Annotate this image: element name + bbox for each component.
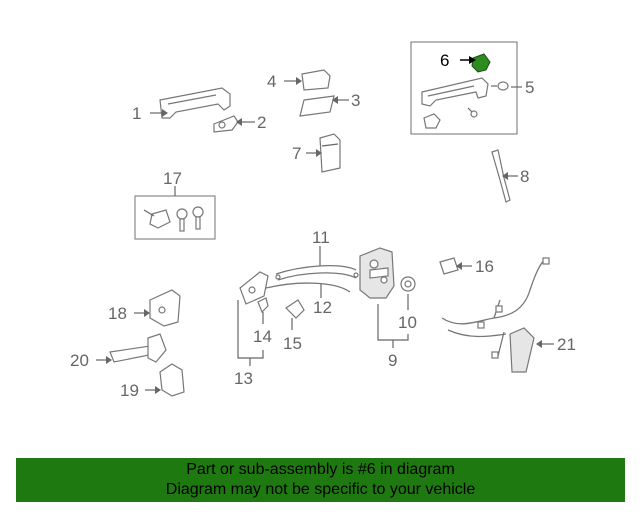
part-20-door-check: 20 — [70, 333, 167, 370]
part-17-key-set: 17 — [134, 169, 216, 240]
part-19-lower-hinge: 19 — [120, 363, 185, 400]
part-3-pad: 3 — [299, 91, 360, 117]
callout-12: 12 — [313, 298, 332, 317]
callout-5: 5 — [525, 78, 534, 97]
callout-4: 4 — [267, 72, 276, 91]
callout-10: 10 — [398, 313, 417, 332]
part-2-handle-cap: 2 — [213, 113, 266, 133]
callout-3: 3 — [351, 91, 360, 110]
part-16-clip: 16 — [439, 257, 494, 276]
part-13-14-15-group: 14 15 13 — [234, 271, 305, 388]
banner-line-2: Diagram may not be specific to your vehi… — [165, 481, 476, 498]
part-10-grommet: 10 — [398, 276, 417, 332]
callout-16: 16 — [475, 257, 494, 276]
callout-13: 13 — [234, 369, 253, 388]
part-7-trim: 7 — [292, 133, 341, 173]
callout-6: 6 — [440, 51, 449, 70]
callout-14: 14 — [253, 327, 272, 346]
callout-11: 11 — [312, 228, 330, 247]
part-1-outer-handle: 1 — [132, 87, 231, 123]
part-6-highlighted — [471, 53, 491, 73]
callout-2: 2 — [257, 113, 266, 132]
callout-7: 7 — [292, 144, 301, 163]
info-banner: Part or sub-assembly is #6 in diagram Di… — [16, 458, 625, 502]
callout-9: 9 — [388, 351, 397, 370]
callout-21: 21 — [557, 335, 576, 354]
callout-8: 8 — [520, 167, 529, 186]
part-9-actuator: 9 — [359, 247, 409, 370]
callout-15: 15 — [283, 334, 302, 353]
callout-1: 1 — [132, 104, 141, 123]
part-11-12-cables: 11 12 — [265, 228, 359, 317]
banner-line-1: Part or sub-assembly is #6 in diagram — [186, 461, 455, 478]
part-4-cap: 4 — [267, 69, 331, 91]
part-5-bolt: 5 — [491, 78, 534, 97]
callout-19: 19 — [120, 381, 139, 400]
callout-18: 18 — [108, 304, 127, 323]
callout-17: 17 — [163, 169, 182, 188]
part-21-harness: 21 — [441, 257, 576, 373]
part-18-hinge: 18 — [108, 289, 181, 327]
part-8-rod: 8 — [491, 149, 529, 203]
inset-box-5-6: 6 — [410, 41, 518, 135]
callout-20: 20 — [70, 351, 89, 370]
